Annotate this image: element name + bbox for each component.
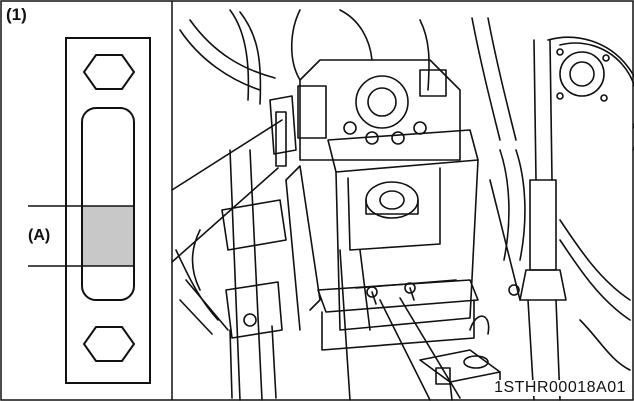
oil-level-band [83,206,133,266]
callout-a-label: (A) [28,227,51,244]
leader-line-bottom [171,167,279,263]
top-hex-bolt [82,54,136,90]
sight-gauge-detail [28,37,151,384]
left-stabilizer [175,165,321,335]
bottom-hex-bolt [82,326,136,362]
leader-line-top [171,119,283,191]
drawbar-frame [317,249,479,401]
drawing-code-label: 1STHR00018A01 [492,379,628,396]
flywheel-disc [547,36,634,151]
gauge-window [81,107,135,301]
hydraulic-pipes [179,9,517,141]
pto-shield [327,129,479,331]
figure-number-label: (1) [6,5,27,24]
tractor-rear-illustration [171,9,634,401]
left-lift-link [191,95,297,401]
right-lift-link [489,39,631,401]
